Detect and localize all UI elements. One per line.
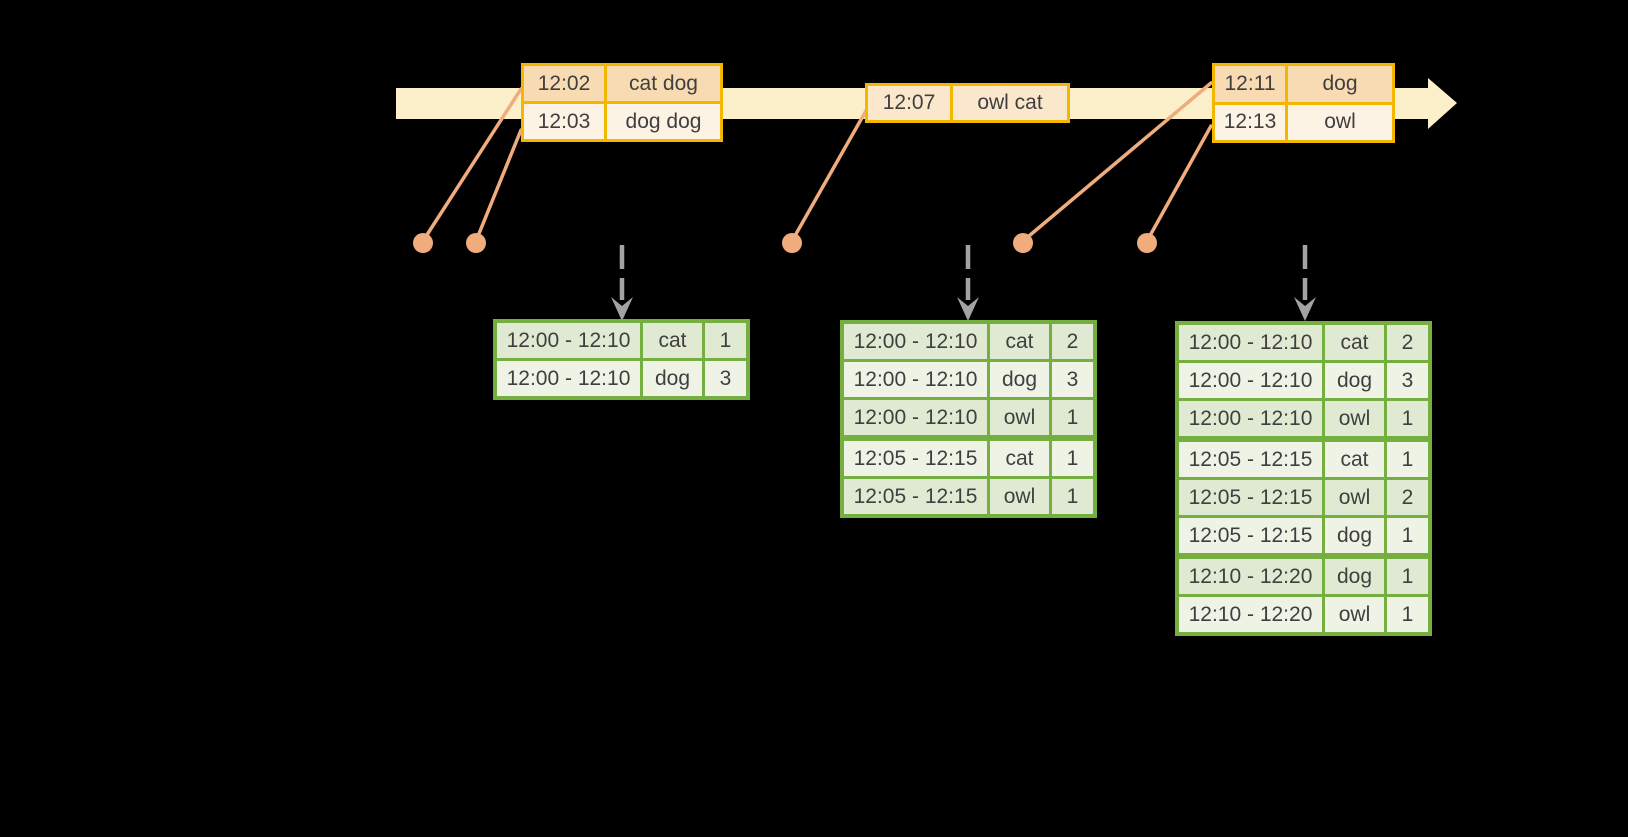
event-box-1: 12:02 cat dog 12:03 dog dog [521,63,723,142]
event-time: 12:03 [524,104,604,139]
trigger-arrowhead-icon [957,297,979,321]
event-row: 12:03 dog dog [524,104,720,139]
event-words: dog dog [607,104,720,139]
event-marker-dot [466,233,486,253]
window-cell: 12:00 - 12:10 [1179,401,1322,436]
count-cell: 1 [1387,518,1428,553]
count-cell: 1 [1387,442,1428,477]
word-cell: cat [990,324,1049,359]
timeline-arrowhead-icon [1428,78,1457,129]
window-cell: 12:00 - 12:10 [1179,325,1322,360]
count-cell: 1 [1387,597,1428,632]
event-words: cat dog [607,66,720,101]
word-cell: owl [1325,401,1384,436]
window-cell: 12:05 - 12:15 [844,441,987,476]
event-marker-dot [782,233,802,253]
event-row: 12:07 owl cat [868,86,1067,120]
window-cell: 12:10 - 12:20 [1179,597,1322,632]
event-marker-dot [413,233,433,253]
event-box-2: 12:07 owl cat [865,83,1070,123]
event-row: 12:11 dog [1215,66,1392,102]
word-cell: owl [1325,597,1384,632]
count-cell: 3 [1387,363,1428,398]
count-cell: 2 [1387,325,1428,360]
event-marker-dot [1137,233,1157,253]
word-cell: owl [990,479,1049,514]
window-cell: 12:05 - 12:15 [1179,480,1322,515]
count-cell: 1 [1052,479,1093,514]
trigger-arrowhead-icon [1294,297,1316,321]
event-words: owl [1288,104,1392,140]
event-connector-line [474,128,523,243]
event-time: 12:07 [868,86,950,120]
word-cell: cat [1325,325,1384,360]
count-cell: 1 [1387,559,1428,594]
event-time: 12:02 [524,66,604,101]
event-words: dog [1288,66,1392,102]
trigger-arrowhead-icon [611,297,633,321]
word-cell: owl [1325,480,1384,515]
window-cell: 12:00 - 12:10 [497,323,640,358]
count-cell: 1 [705,323,746,358]
event-connector-line [421,87,523,243]
event-row: 12:13 owl [1215,104,1392,140]
count-cell: 1 [1052,400,1093,435]
window-cell: 12:00 - 12:10 [497,361,640,396]
event-marker-dot [1013,233,1033,253]
word-cell: dog [1325,559,1384,594]
word-cell: dog [1325,518,1384,553]
count-cell: 2 [1052,324,1093,359]
window-cell: 12:05 - 12:15 [1179,518,1322,553]
window-cell: 12:05 - 12:15 [1179,442,1322,477]
word-cell: dog [1325,363,1384,398]
event-time: 12:13 [1215,104,1285,140]
event-words: owl cat [953,86,1067,120]
word-cell: cat [1325,442,1384,477]
word-cell: cat [990,441,1049,476]
window-cell: 12:10 - 12:20 [1179,559,1322,594]
window-cell: 12:00 - 12:10 [1179,363,1322,398]
event-connector-line [1145,124,1213,243]
word-cell: owl [990,400,1049,435]
event-box-3: 12:11 dog 12:13 owl [1212,63,1395,143]
event-row: 12:02 cat dog [524,66,720,101]
count-cell: 3 [705,361,746,396]
count-cell: 1 [1387,401,1428,436]
event-connector-line [1021,81,1213,243]
word-cell: dog [643,361,702,396]
window-cell: 12:00 - 12:10 [844,400,987,435]
window-cell: 12:00 - 12:10 [844,324,987,359]
count-cell: 3 [1052,362,1093,397]
count-cell: 2 [1387,480,1428,515]
word-cell: cat [643,323,702,358]
window-cell: 12:00 - 12:10 [844,362,987,397]
word-cell: dog [990,362,1049,397]
event-connector-line [790,107,869,243]
count-cell: 1 [1052,441,1093,476]
event-time: 12:11 [1215,66,1285,102]
window-cell: 12:05 - 12:15 [844,479,987,514]
